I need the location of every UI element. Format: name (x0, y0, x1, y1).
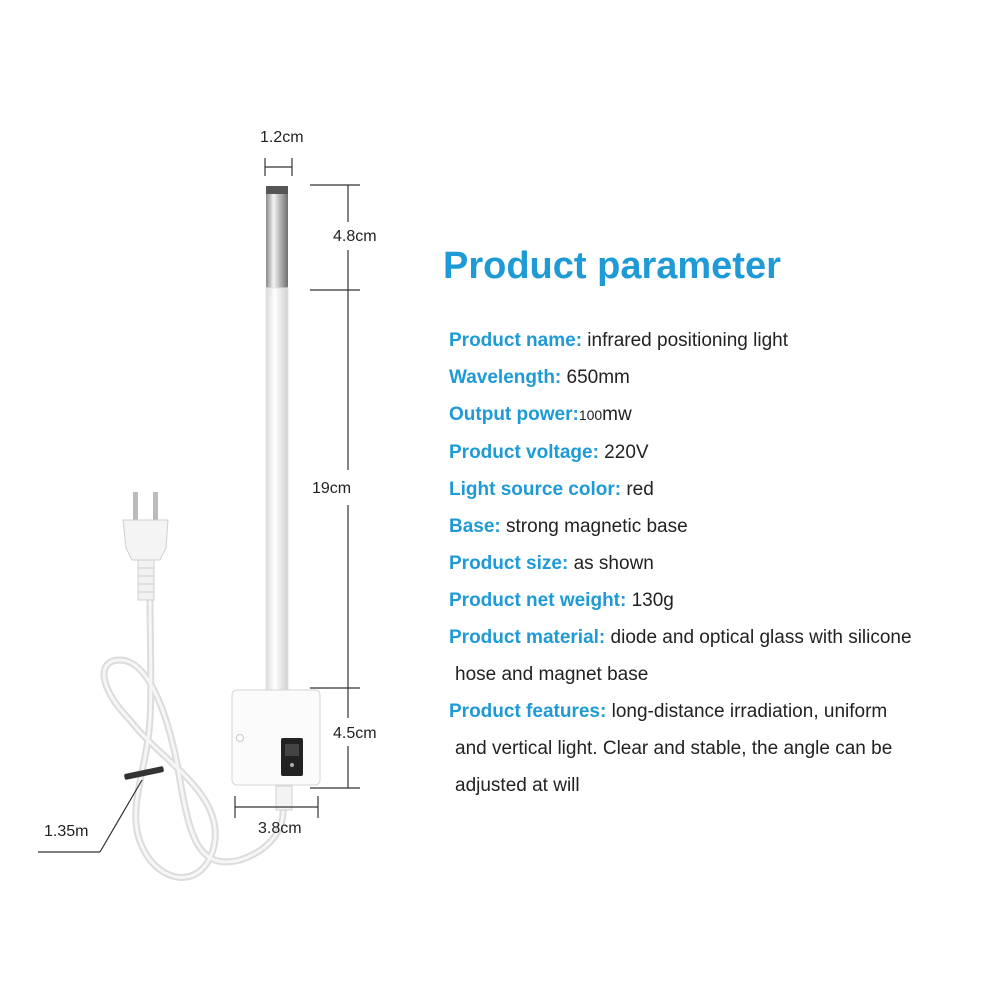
lamp-head (266, 188, 288, 288)
magnetic-base (231, 689, 321, 811)
flexible-hose (265, 287, 289, 694)
parameter-value-number: 100 (578, 407, 603, 423)
parameter-key: Product name: (449, 330, 583, 351)
parameter-row: Base: strong magnetic base (449, 508, 989, 545)
parameter-list: Product name: infrared positioning light… (449, 322, 989, 804)
parameter-row: Output power:100mw (449, 396, 989, 434)
parameter-row: Wavelength: 650mm (449, 359, 989, 396)
product-illustration: 1.2cm 4.8cm 19cm 4.5cm 3.8cm 1.35m (38, 129, 377, 881)
parameter-value: 220V (598, 442, 649, 463)
parameter-row: Product size: as shown (449, 545, 989, 582)
parameter-key: Product material: (449, 627, 606, 648)
parameter-value: infrared positioning light (582, 330, 788, 351)
parameter-row: Product name: infrared positioning light (449, 322, 989, 359)
parameter-key: Base: (449, 516, 501, 537)
parameter-key: Light source color: (449, 479, 622, 500)
parameter-value: mw (602, 404, 632, 425)
parameter-continuation: and vertical light. Clear and stable, th… (455, 738, 893, 759)
parameter-row: Product material: diode and optical glas… (449, 619, 989, 656)
cable-tie (124, 766, 164, 780)
parameter-row: Product net weight: 130g (449, 582, 989, 619)
dim-base-height: 4.5cm (333, 725, 377, 742)
dim-cable-length: 1.35m (44, 823, 88, 840)
parameter-value: as shown (568, 553, 654, 574)
parameter-key: Output power: (449, 404, 579, 425)
parameter-row: Product features: long-distance irradiat… (449, 693, 989, 730)
page-title: Product parameter (443, 245, 781, 287)
parameter-value: diode and optical glass with silicone (605, 627, 912, 648)
dim-base-width: 3.8cm (258, 820, 302, 837)
parameter-row: Light source color: red (449, 471, 989, 508)
parameter-row: Product voltage: 220V (449, 434, 989, 471)
parameter-key: Wavelength: (449, 367, 562, 388)
parameter-key: Product voltage: (449, 442, 599, 463)
dim-hose-length: 19cm (312, 480, 351, 497)
power-switch[interactable] (281, 738, 303, 776)
parameter-continuation: adjusted at will (455, 775, 580, 796)
parameter-value: strong magnetic base (500, 516, 688, 537)
parameter-value: red (621, 479, 654, 500)
plug-icon (122, 492, 169, 601)
parameter-key: Product net weight: (449, 590, 627, 611)
parameter-value: long-distance irradiation, uniform (606, 701, 888, 722)
dim-head-length: 4.8cm (333, 228, 377, 245)
parameter-value: 650mm (561, 367, 630, 388)
parameter-key: Product size: (449, 553, 569, 574)
parameter-key: Product features: (449, 701, 607, 722)
parameter-continuation: hose and magnet base (455, 664, 649, 685)
parameter-value: 130g (626, 590, 674, 611)
dim-tip-width: 1.2cm (260, 129, 304, 146)
